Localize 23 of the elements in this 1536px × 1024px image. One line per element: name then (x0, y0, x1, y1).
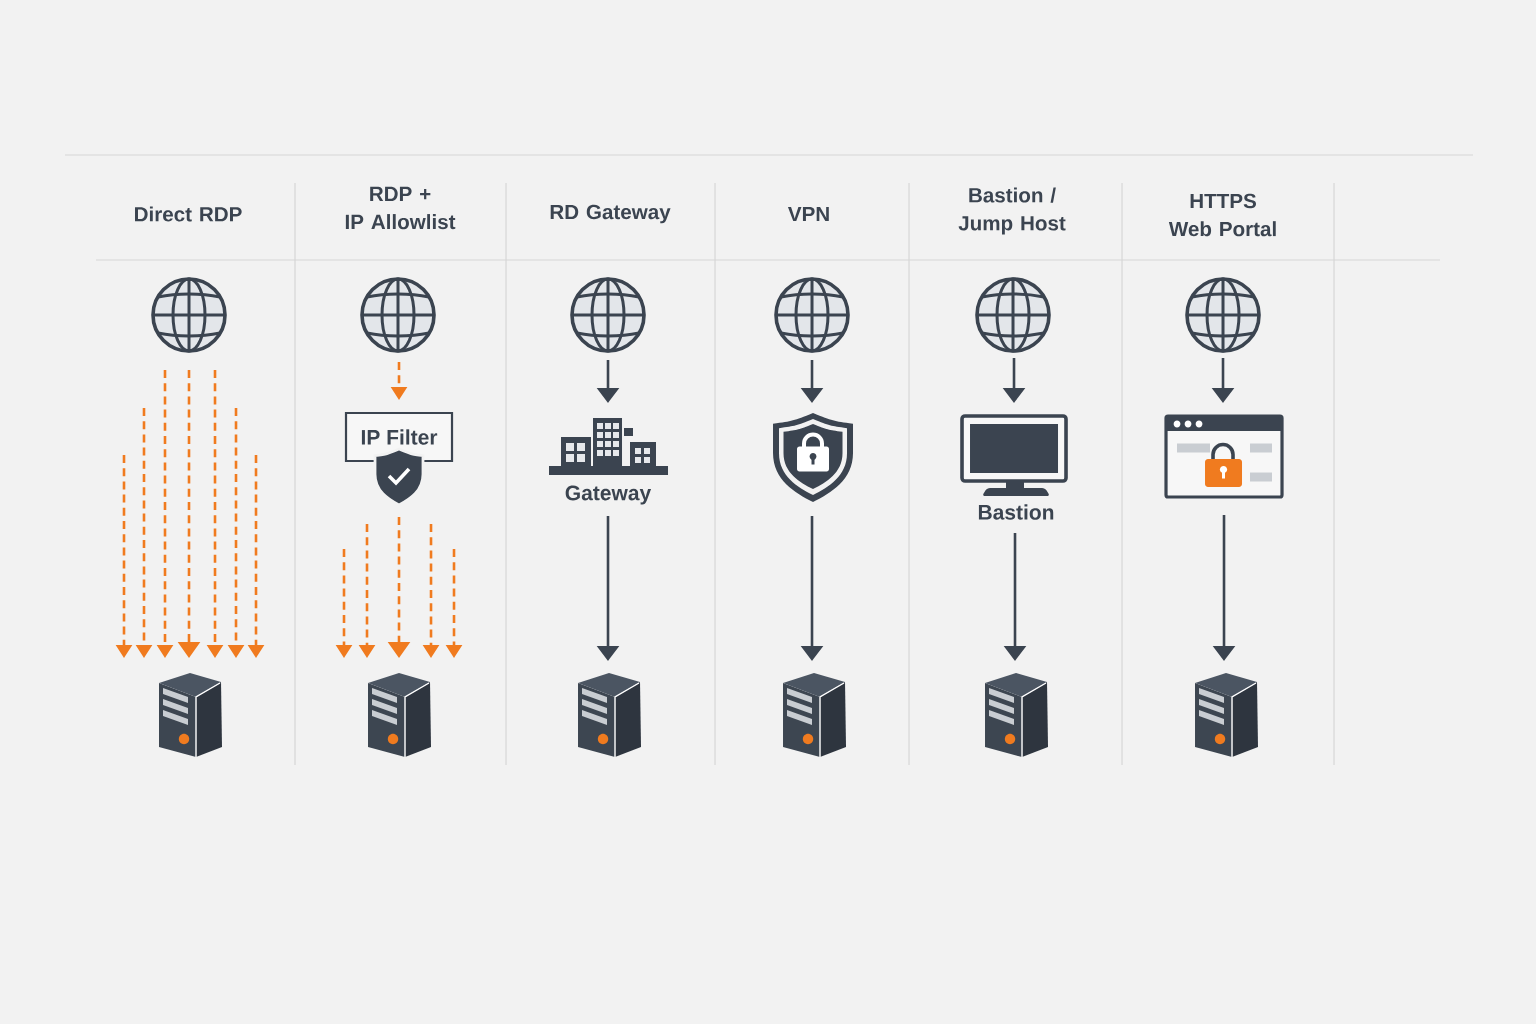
server-icon (783, 673, 846, 758)
column-header: HTTPS Web Portal (1168, 193, 1276, 237)
globe-icon (570, 277, 646, 353)
column-header: RDP + IP Allowlist (345, 186, 456, 230)
shield-lock-icon (773, 413, 853, 502)
globe-icon (1185, 277, 1261, 353)
icon-caption: Gateway (565, 485, 652, 505)
column-header: RD Gateway (550, 204, 671, 224)
column-header: VPN (787, 206, 829, 222)
server-icon (368, 673, 431, 758)
column-header: Direct RDP (135, 206, 242, 222)
icon-caption: Bastion (978, 504, 1054, 520)
server-icon (159, 673, 222, 758)
globe-icon (360, 277, 436, 353)
filter-box: IP Filter (344, 411, 454, 463)
server-icon (1195, 673, 1258, 758)
globe-icon (975, 277, 1051, 353)
column-header: Bastion / Jump Host (958, 187, 1066, 235)
server-icon (578, 673, 641, 758)
browser-lock-icon (1164, 414, 1284, 499)
globe-icon (774, 277, 850, 353)
globe-icon (151, 277, 227, 353)
server-icon (985, 673, 1048, 758)
